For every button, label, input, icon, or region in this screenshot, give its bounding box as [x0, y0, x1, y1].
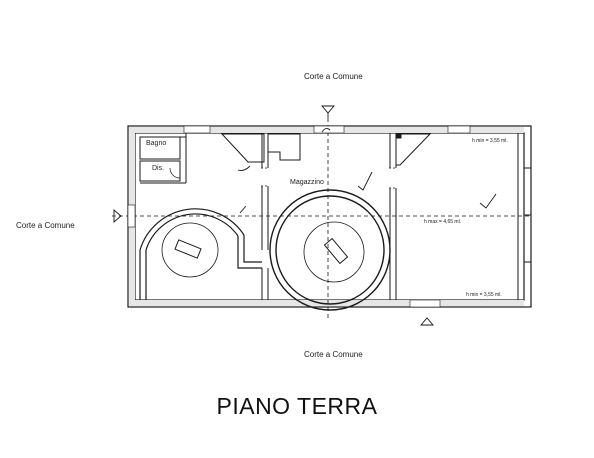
entry-markers — [113, 105, 434, 326]
silo-left-floor — [161, 222, 219, 278]
height-min-top: h min = 3,55 ml. — [472, 138, 508, 144]
right-side-rooms — [517, 133, 531, 300]
opening-dashes — [261, 167, 397, 189]
court-left-label: Corte a Comune — [16, 221, 75, 230]
top-triangles — [220, 133, 432, 166]
wall-fill — [129, 127, 524, 306]
room-magazzino: Magazzino — [290, 179, 324, 186]
court-top-label: Corte a Comune — [304, 72, 363, 81]
partition-walls — [261, 133, 397, 300]
bathroom-cells — [139, 133, 187, 184]
height-max: h max = 4,65 ml. — [424, 219, 462, 225]
marker-bottom — [420, 317, 434, 326]
height-min-bottom: h min = 3,55 ml. — [466, 292, 502, 298]
partition-openings — [261, 168, 397, 268]
marker-left — [113, 209, 122, 223]
dis-door — [169, 164, 181, 179]
room-bagno: Bagno — [146, 140, 167, 147]
marker-top — [321, 105, 335, 114]
room-dis: Dis. — [152, 165, 165, 172]
outer-walls — [127, 125, 532, 308]
check-marks — [237, 165, 497, 214]
court-bottom-label: Corte a Comune — [304, 350, 363, 359]
silo-left — [139, 208, 262, 300]
axis-lines — [112, 118, 531, 320]
silo-center — [269, 189, 391, 311]
page-title: PIANO TERRA — [216, 393, 378, 419]
silo-center-floor — [303, 221, 365, 283]
